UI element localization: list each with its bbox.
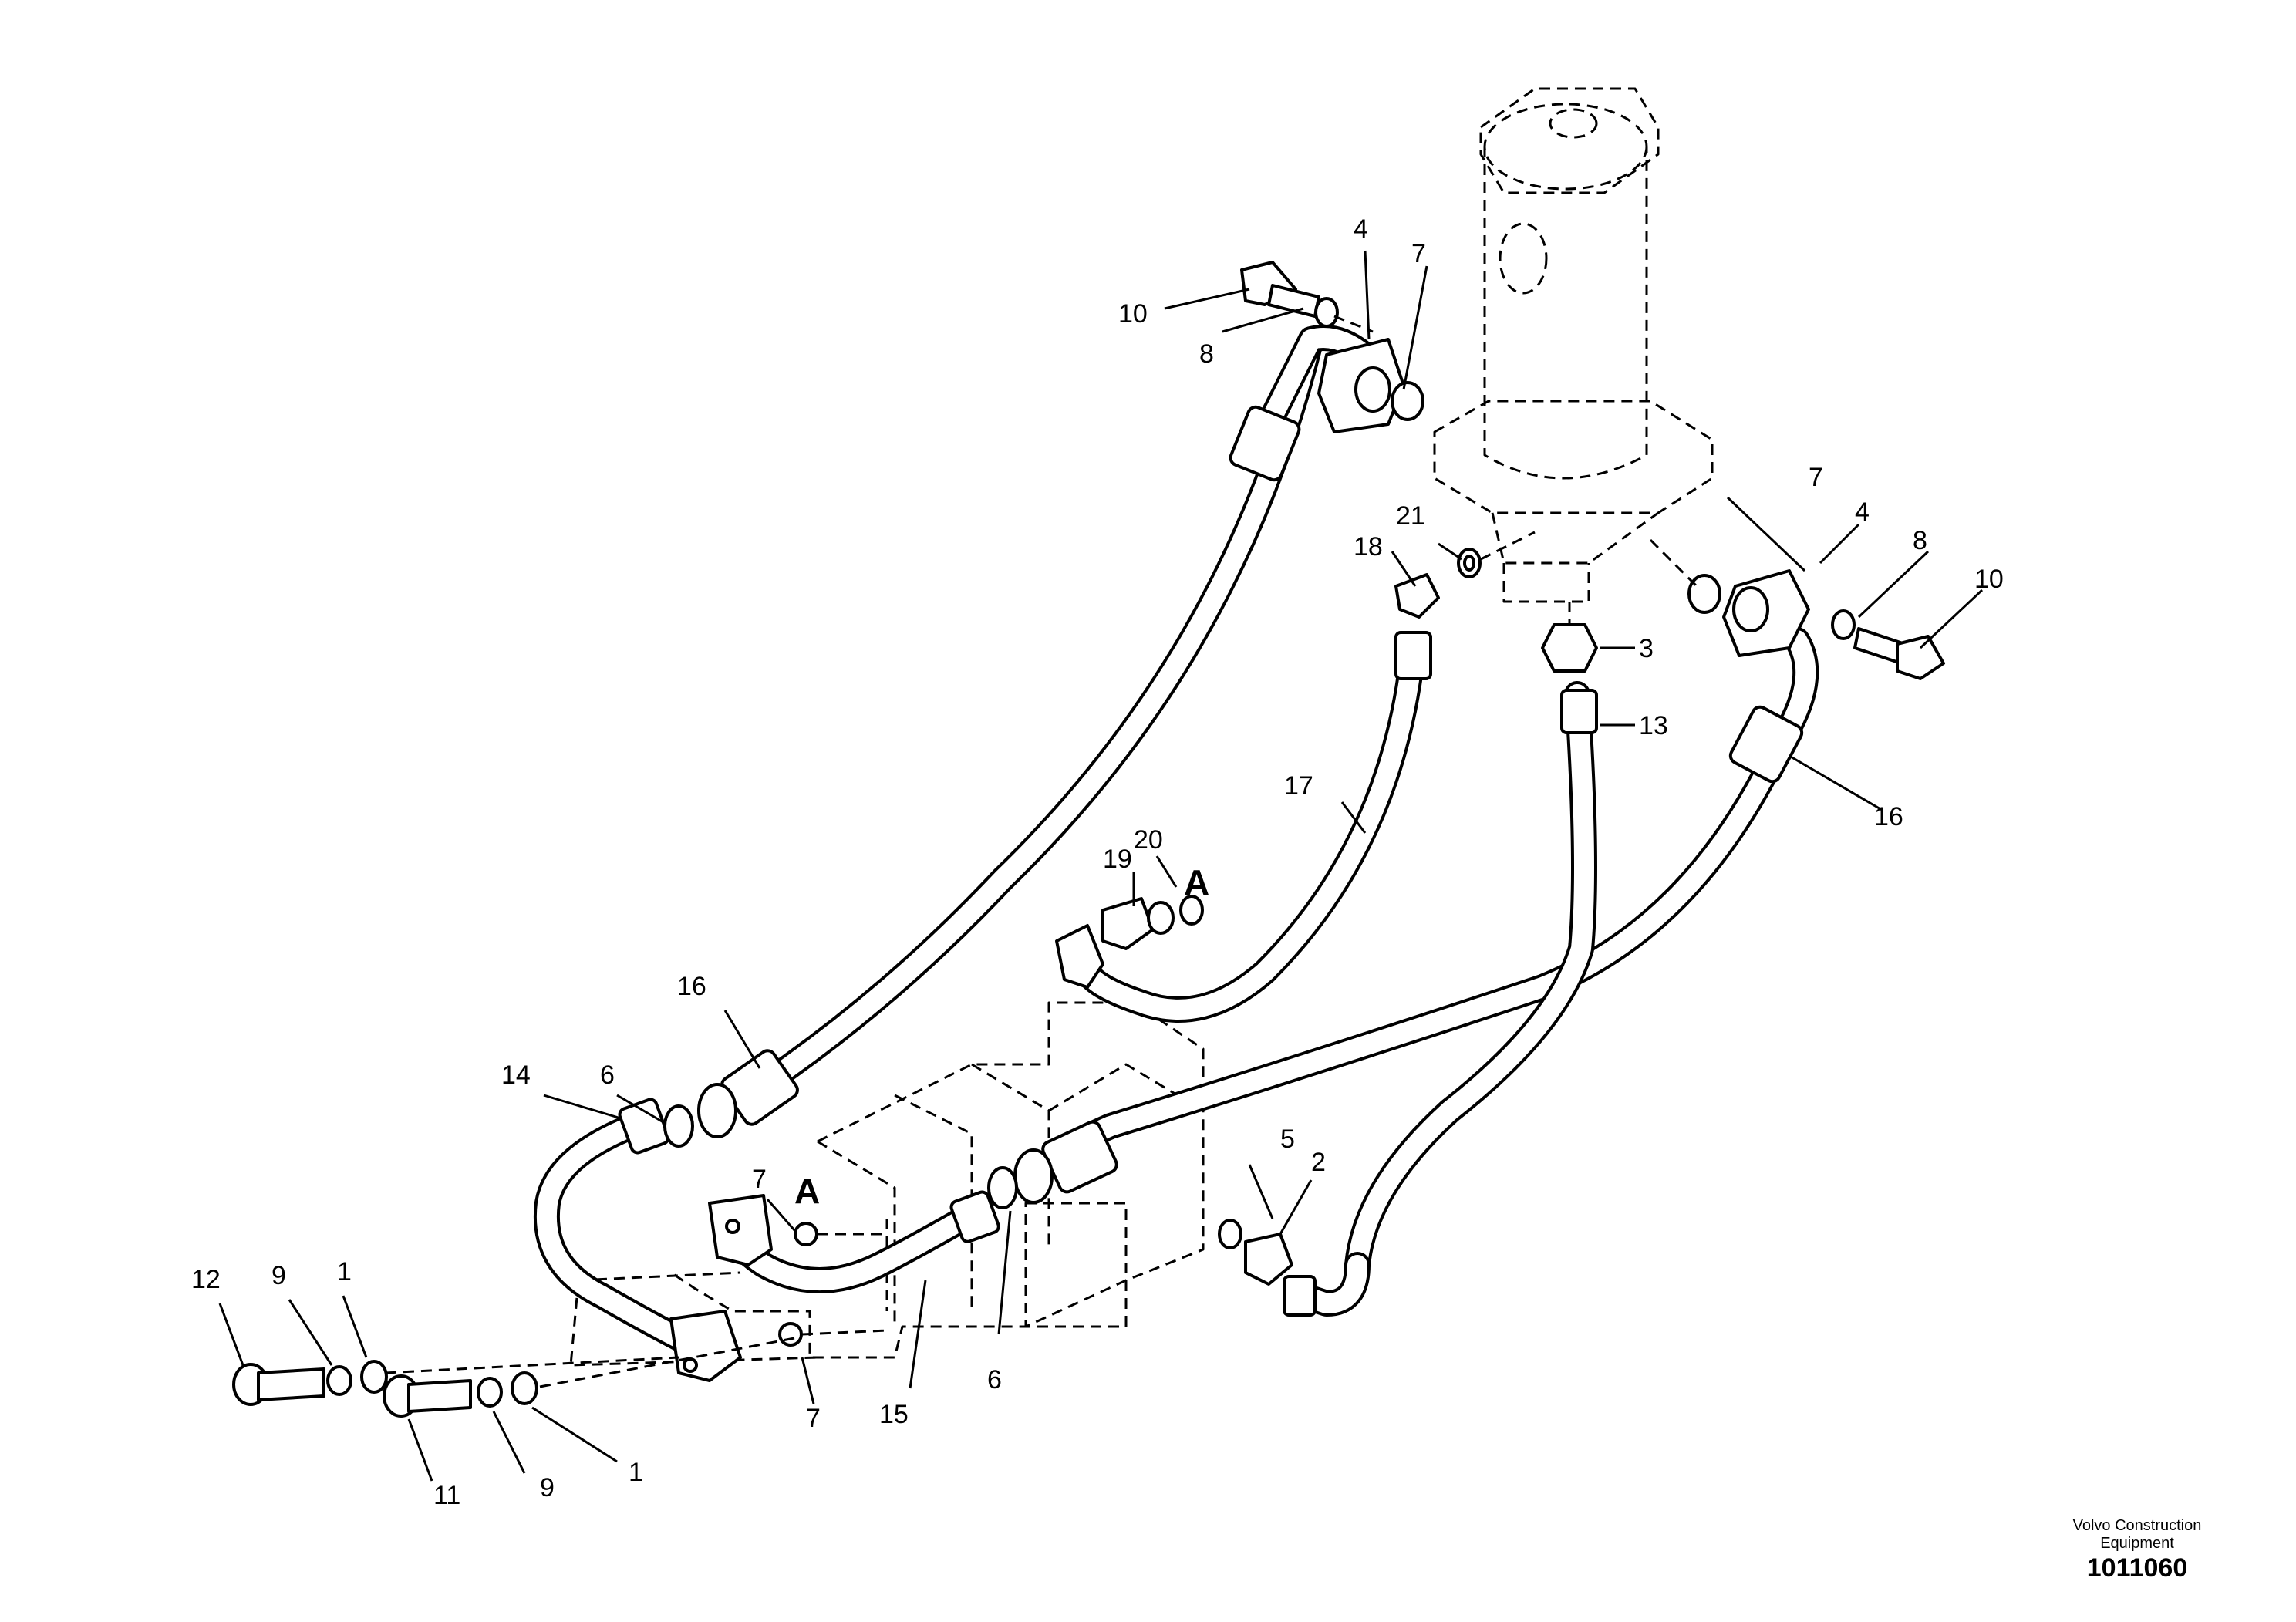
callout-4-upper: 4 — [1354, 214, 1368, 244]
callout-7-upper: 7 — [1411, 239, 1426, 268]
view-marker-a-lower: A — [794, 1171, 820, 1211]
fittings-top — [1394, 531, 1598, 673]
callout-2: 2 — [1311, 1148, 1326, 1177]
tube-14 — [533, 1098, 742, 1382]
hose-16-left — [697, 325, 1386, 1138]
callout-1-lower: 1 — [629, 1458, 643, 1487]
leader-lines — [218, 250, 1984, 1482]
callout-16-right: 16 — [1874, 802, 1903, 831]
callout-6-left: 6 — [600, 1061, 615, 1090]
fittings-19-20 — [1101, 895, 1204, 950]
hose-17 — [1055, 631, 1432, 1023]
callout-12: 12 — [191, 1265, 221, 1294]
callout-3: 3 — [1639, 634, 1654, 663]
hose-13 — [1283, 681, 1598, 1317]
callout-4-right: 4 — [1855, 497, 1870, 527]
callout-5: 5 — [1280, 1125, 1295, 1154]
callout-6-lower: 6 — [987, 1365, 1002, 1394]
callout-11: 11 — [433, 1481, 460, 1510]
flange-assembly-upper — [1240, 261, 1424, 433]
fittings-2-5 — [1218, 1219, 1293, 1286]
publisher-name-line1: Volvo Construction — [2072, 1517, 2202, 1534]
callout-19: 19 — [1103, 845, 1132, 874]
callout-7-right: 7 — [1809, 463, 1823, 492]
callout-9-upper: 9 — [271, 1261, 286, 1290]
callout-14: 14 — [501, 1061, 531, 1090]
callout-18: 18 — [1354, 532, 1383, 561]
callout-1-upper: 1 — [337, 1257, 352, 1286]
callout-7-lower: 7 — [806, 1404, 821, 1433]
callout-10-right: 10 — [1974, 565, 2004, 594]
callout-21: 21 — [1396, 501, 1425, 531]
callout-16-left: 16 — [677, 972, 706, 1001]
callout-7-valve: 7 — [752, 1165, 767, 1194]
callout-17: 17 — [1284, 771, 1313, 801]
callout-8-upper: 8 — [1199, 339, 1214, 369]
publisher-name-line2: Equipment — [2100, 1535, 2174, 1552]
callout-10-upper: 10 — [1118, 299, 1148, 329]
hose-16-right — [1013, 627, 1819, 1204]
callout-9-lower: 9 — [540, 1473, 555, 1502]
bolts-lower-left — [232, 1337, 795, 1418]
flange-assembly-right — [1649, 538, 1945, 680]
callout-8-right: 8 — [1913, 526, 1927, 555]
document-number: 1011060 — [2086, 1553, 2188, 1583]
control-valve-phantom — [569, 1001, 1205, 1367]
callout-labels: 10 8 4 7 21 18 3 13 7 4 8 10 16 17 20 19… — [191, 214, 2004, 1510]
view-marker-a-upper: A — [1184, 862, 1209, 902]
callout-15: 15 — [879, 1400, 909, 1429]
swivel-joint-phantom — [1433, 87, 1714, 603]
callout-20: 20 — [1134, 825, 1163, 855]
callout-13: 13 — [1639, 711, 1668, 740]
rings-valve — [663, 1104, 1018, 1347]
tube-15 — [708, 1190, 1000, 1293]
